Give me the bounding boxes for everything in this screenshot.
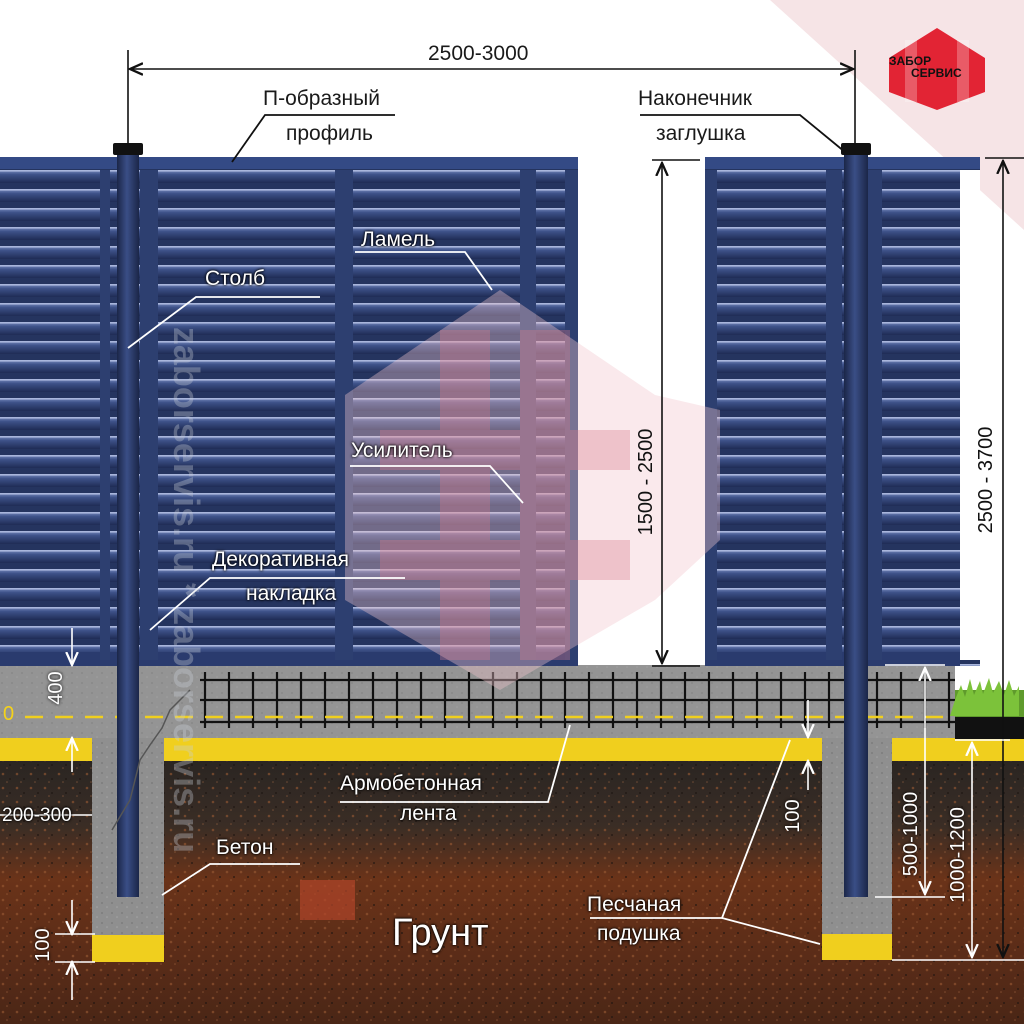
stiffener-label: Усилитель	[351, 439, 453, 462]
strip-sand-dimension: 100	[782, 799, 804, 833]
slat-label: Ламель	[361, 228, 436, 251]
pit-sand-dimension: 100	[32, 928, 54, 962]
decorative-trim	[140, 170, 158, 660]
post-label: Столб	[205, 267, 266, 290]
strip-label-2: лента	[400, 802, 457, 825]
fence-panel-left	[0, 157, 578, 666]
sand-cushion-label-2: подушка	[597, 922, 681, 945]
fence-panel-right	[705, 157, 980, 666]
u-profile-label-1: П-образный	[263, 87, 380, 110]
post-height-dimension: 2500 - 3700	[975, 426, 997, 534]
strip-label-1: Армобетонная	[340, 772, 482, 795]
u-profile-label-2: профиль	[286, 122, 373, 145]
pit-width-dimension: 200-300	[2, 805, 72, 826]
company-logo-text: ЗАБОР СЕРВИС	[889, 54, 962, 80]
leader-lines	[127, 114, 846, 945]
span-dimension: 2500-3000	[428, 42, 529, 65]
right-pit	[822, 738, 892, 960]
end-cap-label-2: заглушка	[656, 122, 746, 145]
concrete-label: Бетон	[216, 836, 274, 859]
panel-height-dimension: 1500 - 2500	[635, 428, 657, 536]
stiffener-bar	[335, 170, 353, 660]
concrete-crack	[111, 689, 191, 831]
post-burial-dimension: 500-1000	[900, 791, 922, 877]
fence-post-right	[841, 143, 871, 897]
reinforced-strip	[0, 665, 955, 738]
ground-edge	[955, 717, 1024, 739]
above-ground-dimension: 400	[45, 671, 67, 705]
ground-zero-mark: 0	[3, 703, 15, 725]
site-watermark: zaborservis.ru * zaborservis.ru	[166, 326, 207, 854]
deco-trim-label-1: Декоративная	[212, 548, 350, 571]
grass	[950, 678, 1024, 720]
pit-depth-dimension: 1000-1200	[947, 807, 969, 903]
deco-trim-label-2: накладка	[246, 582, 337, 605]
soil-label: Грунт	[392, 912, 489, 954]
dimension-lines	[0, 50, 1024, 1000]
brand-watermark-mark	[380, 330, 630, 660]
fence-post-left	[113, 143, 143, 897]
company-logo-mark	[889, 28, 985, 110]
sand-cushion-label-1: Песчаная	[587, 893, 682, 916]
brand-watermark	[345, 290, 720, 690]
end-cap-label-1: Наконечник	[638, 87, 752, 110]
